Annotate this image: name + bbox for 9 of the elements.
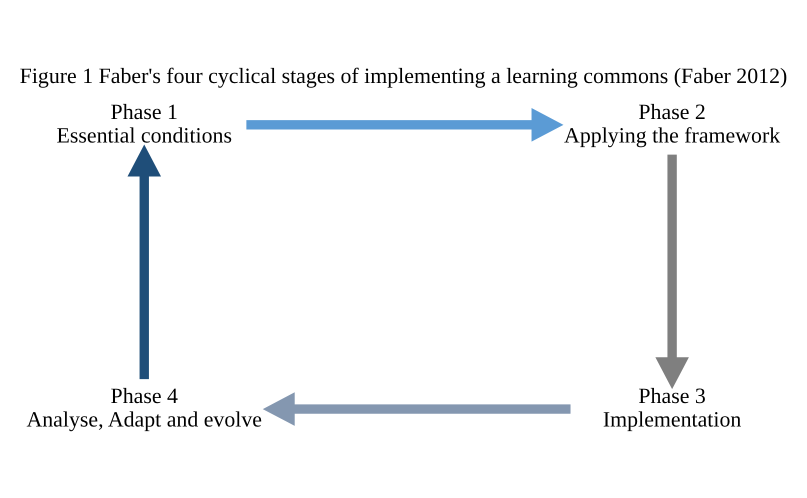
arrow [128,144,162,380]
arrow [262,392,571,426]
node-text: Phase 4 Analyse, Adapt and evolve [26,384,262,432]
diagram-title: Figure 1 Faber's four cyclical stages of implementing a learning commons (Faber 2012) [20,64,788,88]
node-text: Phase 1 Essential conditions [56,100,232,148]
arrow [246,108,564,142]
arrow [655,154,689,390]
node-text: Phase 2 Applying the framework [564,100,780,148]
node-text: Phase 3 Implementation [602,384,742,432]
